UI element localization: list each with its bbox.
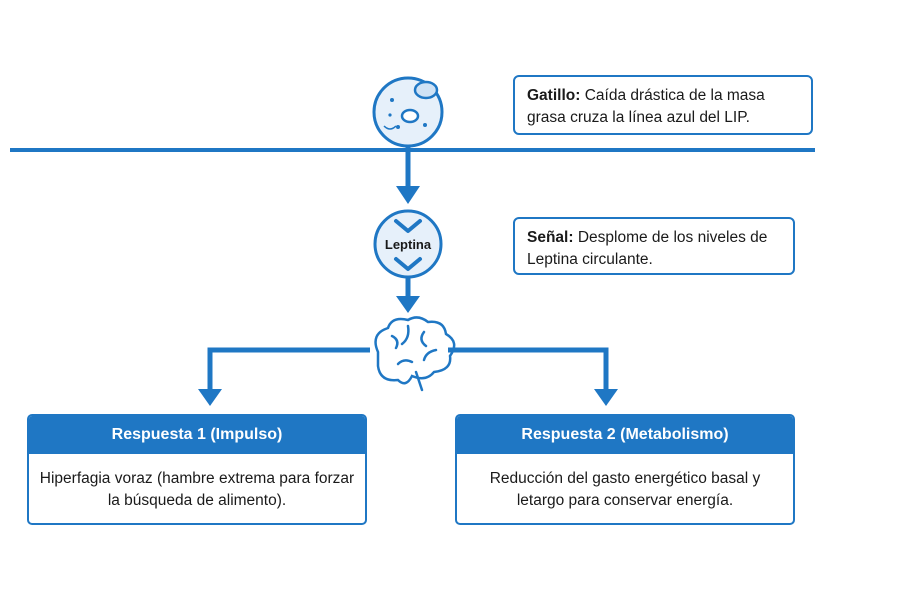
response-2-body: Reducción del gasto energético basal y l… [489,470,761,509]
trigger-label: Gatillo: [527,87,581,104]
chevron-down-icon [394,257,422,271]
brain-icon [374,316,456,392]
branch-right [448,347,609,392]
branch-right-arrowhead [594,389,618,406]
fat-cell-icon [372,76,444,148]
signal-label: Señal: [527,229,574,246]
branch-left-arrowhead [198,389,222,406]
signal-text: Desplome de los niveles de Leptina circu… [527,229,768,268]
signal-callout: Señal: Desplome de los niveles de Leptin… [513,217,795,275]
chevron-down-icon [394,219,422,233]
response-2-card: Respuesta 2 (Metabolismo) Reducción del … [455,414,795,525]
leptina-node [373,209,443,279]
response-1-body: Hiperfagia voraz (hambre extrema para fo… [39,470,355,509]
flow-arrowhead-2 [396,296,420,313]
trigger-callout: Gatillo: Caída drástica de la masa grasa… [513,75,813,135]
response-1-title: Respuesta 1 (Impulso) [29,416,365,454]
flow-arrowhead-1 [396,186,420,204]
response-2-title: Respuesta 2 (Metabolismo) [457,416,793,454]
trigger-text: Caída drástica de la masa grasa cruza la… [527,87,765,126]
response-1-card: Respuesta 1 (Impulso) Hiperfagia voraz (… [27,414,367,525]
leptina-label: Leptina [384,237,432,252]
branch-left [207,347,370,392]
